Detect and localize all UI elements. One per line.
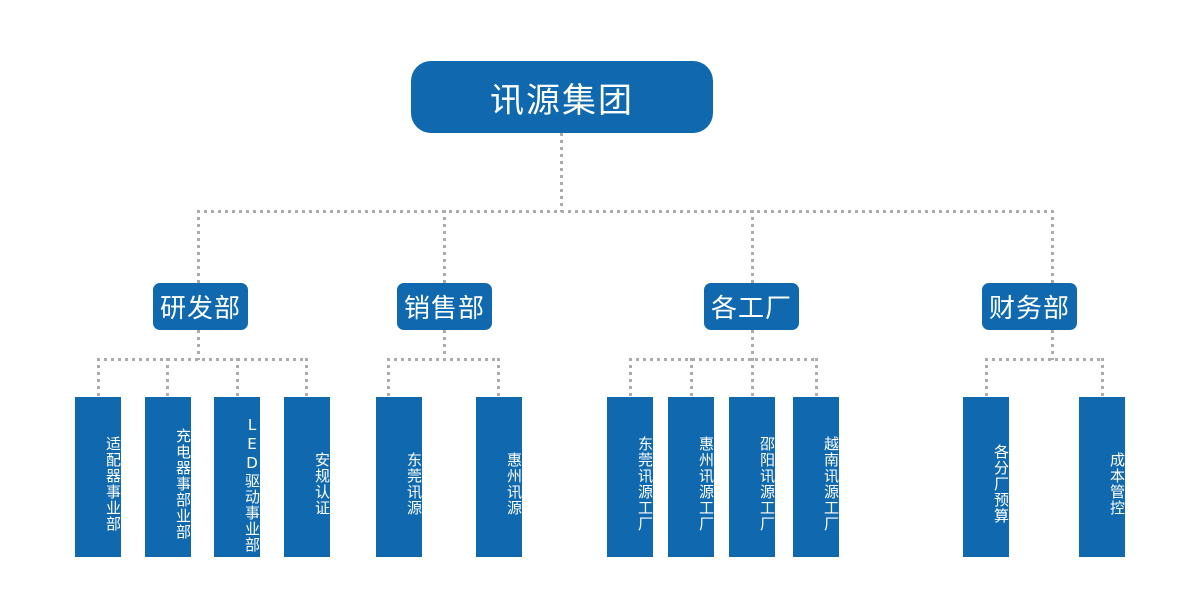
leaf-label: 成本管控 — [1108, 452, 1126, 516]
leaf-label: 邵阳讯源工厂 — [758, 436, 776, 532]
connector-rnd-child-1 — [97, 358, 100, 397]
org-node-dept-finance[interactable]: 财务部 — [982, 283, 1077, 330]
org-node-leaf-safety-cert[interactable]: 安规认证 — [284, 397, 331, 557]
connector-sales-bus — [387, 358, 500, 361]
connector-rnd-child-3 — [236, 358, 239, 397]
connector-sales-stem — [443, 330, 446, 360]
leaf-label: 充电器事部业部 — [174, 428, 192, 540]
connector-drop-rnd — [197, 210, 200, 283]
org-node-leaf-huizhou-sales[interactable]: 惠州讯源 — [476, 397, 523, 557]
leaf-label: 惠州讯源 — [505, 452, 523, 516]
org-node-leaf-dongguan-sales[interactable]: 东莞讯源 — [376, 397, 423, 557]
connector-factory-child-3 — [751, 358, 754, 397]
org-node-leaf-adapter[interactable]: 适配器事业部 — [75, 397, 122, 557]
org-node-leaf-branch-budget[interactable]: 各分厂预算 — [963, 397, 1010, 557]
leaf-label: 安规认证 — [313, 452, 331, 516]
org-node-dept-sales[interactable]: 销售部 — [397, 283, 492, 330]
org-node-leaf-vietnam-factory[interactable]: 越南讯源工厂 — [793, 397, 840, 557]
connector-drop-finance — [1051, 210, 1054, 283]
connector-root-stem — [560, 133, 563, 212]
leaf-label: 适配器事业部 — [104, 436, 122, 532]
org-node-leaf-led-driver[interactable]: LED驱动事业部 — [214, 397, 261, 557]
org-node-leaf-cost-control[interactable]: 成本管控 — [1079, 397, 1126, 557]
connector-factory-child-4 — [815, 358, 818, 397]
connector-finance-child-2 — [1101, 358, 1104, 397]
connector-sales-child-2 — [497, 358, 500, 397]
org-node-leaf-dongguan-factory[interactable]: 东莞讯源工厂 — [607, 397, 654, 557]
connector-rnd-bus — [97, 358, 306, 361]
connector-drop-sales — [443, 210, 446, 283]
connector-factory-child-1 — [629, 358, 632, 397]
connector-drop-factories — [751, 210, 754, 283]
leaf-label: 越南讯源工厂 — [822, 436, 840, 532]
org-node-leaf-charger[interactable]: 充电器事部业部 — [145, 397, 192, 557]
org-node-leaf-shaoyang-factory[interactable]: 邵阳讯源工厂 — [729, 397, 776, 557]
connector-finance-child-1 — [985, 358, 988, 397]
connector-finance-stem — [1051, 330, 1054, 360]
leaf-label: LED驱动事业部 — [243, 415, 261, 553]
leaf-label: 东莞讯源 — [405, 452, 423, 516]
org-node-root[interactable]: 讯源集团 — [411, 61, 713, 133]
connector-factory-child-2 — [690, 358, 693, 397]
leaf-label: 东莞讯源工厂 — [636, 436, 654, 532]
connector-finance-bus — [985, 358, 1104, 361]
connector-rnd-stem — [197, 330, 200, 360]
connector-sales-child-1 — [387, 358, 390, 397]
connector-level2-bus — [197, 210, 1054, 213]
connector-factories-bus — [629, 358, 818, 361]
leaf-label: 惠州讯源工厂 — [697, 436, 715, 532]
connector-factories-stem — [751, 330, 754, 360]
connector-rnd-child-4 — [305, 358, 308, 397]
leaf-label: 各分厂预算 — [992, 444, 1010, 524]
connector-rnd-child-2 — [166, 358, 169, 397]
org-node-dept-factories[interactable]: 各工厂 — [704, 283, 799, 330]
org-node-leaf-huizhou-factory[interactable]: 惠州讯源工厂 — [668, 397, 715, 557]
org-node-dept-rnd[interactable]: 研发部 — [153, 283, 248, 330]
